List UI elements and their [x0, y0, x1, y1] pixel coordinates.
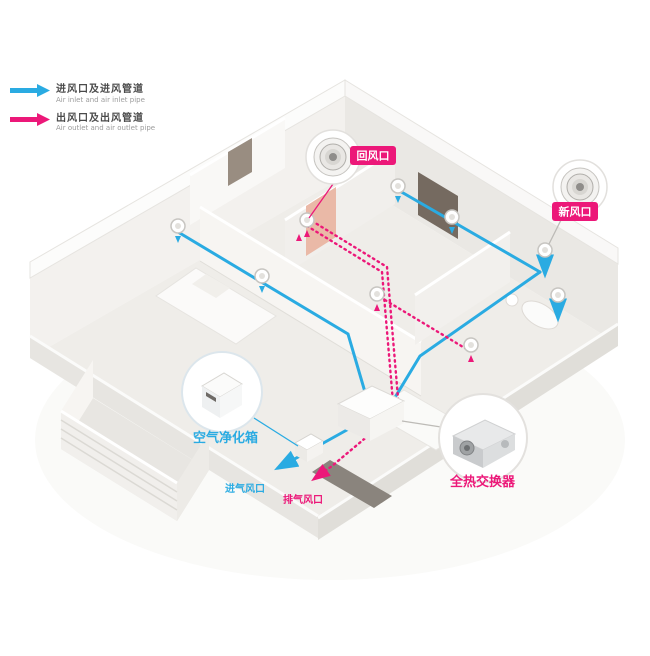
inlet-arrow-icon [10, 84, 50, 97]
legend-item-outlet: 出风口及出风管道 Air outlet and air outlet pipe [10, 112, 156, 133]
heat-exchanger-label: 全热交换器 [449, 474, 516, 490]
callout-return-air: 回风口 [305, 129, 396, 219]
return-air-label: 回风口 [357, 149, 390, 163]
callout-fresh-air: 新风口 [548, 159, 608, 245]
supply-vent-icon [390, 178, 406, 203]
supply-vents [170, 178, 566, 303]
balcony [60, 360, 209, 521]
fresh-air-badge [552, 202, 598, 221]
legend: 进风口及进风管道 Air inlet and air inlet pipe 出风… [10, 84, 155, 132]
intake-port-label: 进气风口 [225, 482, 265, 495]
return-vent-icon [463, 337, 479, 362]
air-purifier-icon [181, 351, 263, 433]
air-purifier-label: 空气净化箱 [193, 430, 258, 446]
legend-inlet-label: 进风口及进风管道 [56, 84, 144, 95]
callout-heat-exchanger: 全热交换器 [401, 393, 528, 490]
supply-vent-icon [170, 218, 186, 243]
exhaust-port-label: 排气风口 [283, 493, 323, 506]
legend-outlet-sublabel: Air outlet and air outlet pipe [56, 124, 156, 133]
heat-exchanger-icon [438, 393, 528, 483]
return-vent-icon [369, 286, 385, 311]
air-purifier-unit [293, 433, 325, 462]
legend-outlet-label: 出风口及出风管道 [56, 112, 144, 124]
fresh-air-wall-vent-icon [550, 287, 566, 303]
fresh-air-wall-vent-icon [537, 242, 553, 258]
legend-inlet-sublabel: Air inlet and air inlet pipe [56, 95, 145, 104]
supply-vent-icon [444, 209, 460, 234]
house-illustration [29, 79, 625, 580]
fresh-air-label: 新风口 [559, 205, 592, 219]
round-diffuser-icon [552, 159, 608, 215]
callout-air-purifier: 空气净化箱 [181, 351, 299, 447]
interior-walls [189, 116, 511, 397]
legend-item-inlet: 进风口及进风管道 Air inlet and air inlet pipe [10, 84, 155, 104]
heat-exchanger-unit [336, 385, 406, 441]
outlet-arrow-icon [10, 112, 50, 126]
supply-vent-icon [254, 268, 270, 293]
return-air-badge [350, 146, 396, 165]
